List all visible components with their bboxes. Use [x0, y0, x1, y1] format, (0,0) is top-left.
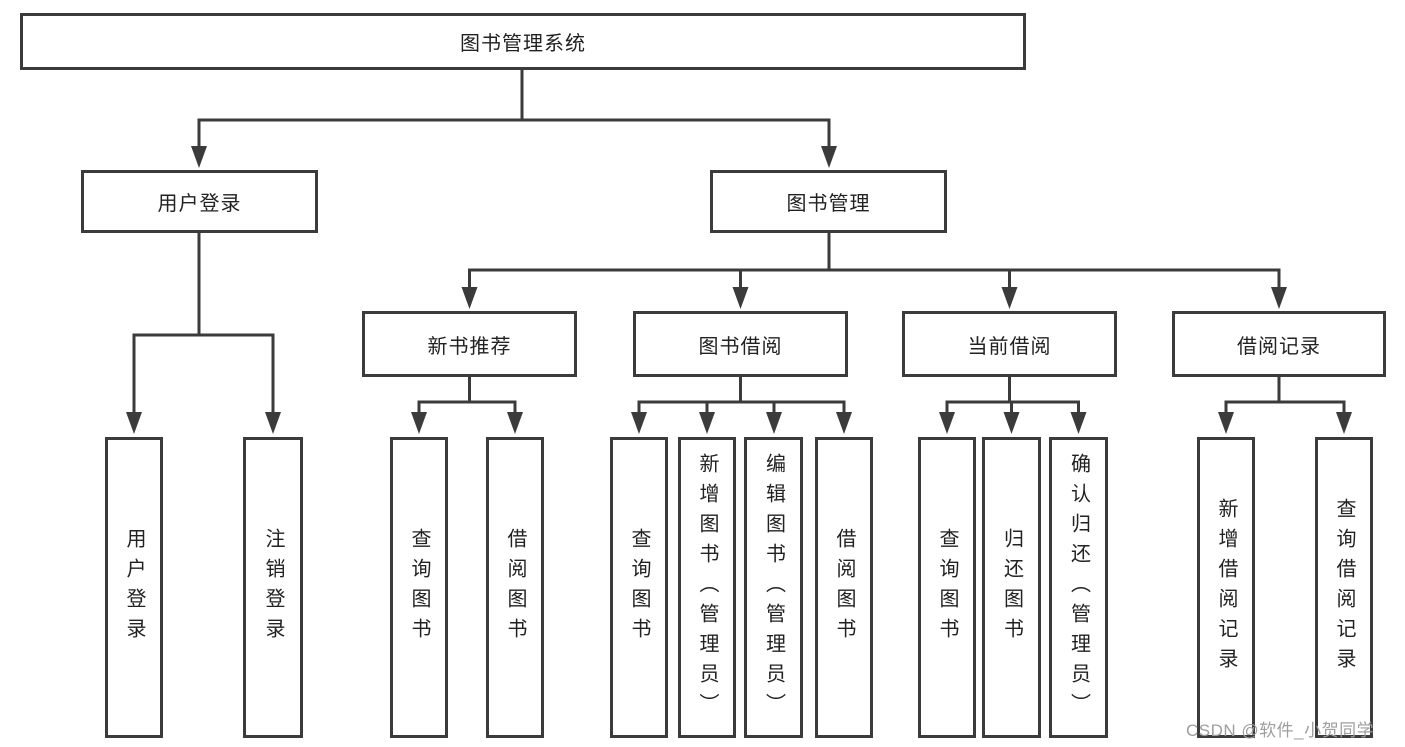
node-label: 新书推荐 — [427, 335, 512, 358]
csdn-watermark: CSDN @软件_小贺同学 — [1186, 721, 1375, 740]
node-label: 图书管理 — [786, 193, 871, 215]
node-borrow-records: 借阅记录 — [1172, 311, 1386, 377]
node-user-login: 用户登录 — [81, 170, 318, 233]
leaf-borrow-books-recommend: 借阅图书 — [486, 437, 544, 738]
leaf-return-books: 归还图书 — [982, 437, 1041, 738]
node-label: 图书借阅 — [698, 335, 783, 358]
node-label: 借阅图书 — [833, 527, 855, 648]
node-book-borrow: 图书借阅 — [633, 311, 848, 377]
node-label: 当前借阅 — [967, 335, 1052, 358]
node-label: 借阅图书 — [504, 527, 526, 648]
leaf-edit-books-admin: 编辑图书（管理员） — [744, 437, 803, 738]
leaf-add-borrow-record: 新增借阅记录 — [1197, 437, 1255, 738]
leaf-borrow-books: 借阅图书 — [815, 437, 873, 738]
node-label: 查询图书 — [628, 527, 650, 648]
node-label: 注销登录 — [262, 527, 284, 648]
node-label: 查询图书 — [936, 527, 958, 648]
node-label: 新增图书（管理员） — [696, 452, 718, 723]
node-label: 用户登录 — [157, 193, 242, 215]
node-label: 查询图书 — [408, 527, 430, 648]
node-current-borrow: 当前借阅 — [902, 311, 1117, 377]
node-label: 用户登录 — [123, 527, 145, 648]
node-root-library-system: 图书管理系统 — [20, 13, 1026, 70]
node-label: 查询借阅记录 — [1333, 497, 1355, 678]
node-book-management: 图书管理 — [710, 170, 947, 233]
leaf-query-books-recommend: 查询图书 — [390, 437, 448, 738]
node-label: 借阅记录 — [1237, 335, 1321, 358]
leaf-user-login: 用户登录 — [105, 437, 163, 738]
leaf-add-books-admin: 新增图书（管理员） — [678, 437, 736, 738]
leaf-logout: 注销登录 — [243, 437, 303, 738]
leaf-query-borrow-record: 查询借阅记录 — [1315, 437, 1373, 738]
node-label: 编辑图书（管理员） — [762, 452, 785, 723]
node-label: 确认归还（管理员） — [1067, 452, 1090, 723]
node-label: 新增借阅记录 — [1215, 497, 1237, 678]
node-label: 归还图书 — [1000, 527, 1023, 648]
leaf-query-books-borrow: 查询图书 — [610, 437, 668, 738]
leaf-query-books-current: 查询图书 — [918, 437, 976, 738]
node-new-book-recommend: 新书推荐 — [362, 311, 577, 377]
leaf-confirm-return-admin: 确认归还（管理员） — [1049, 437, 1108, 738]
node-label: 图书管理系统 — [460, 33, 586, 55]
